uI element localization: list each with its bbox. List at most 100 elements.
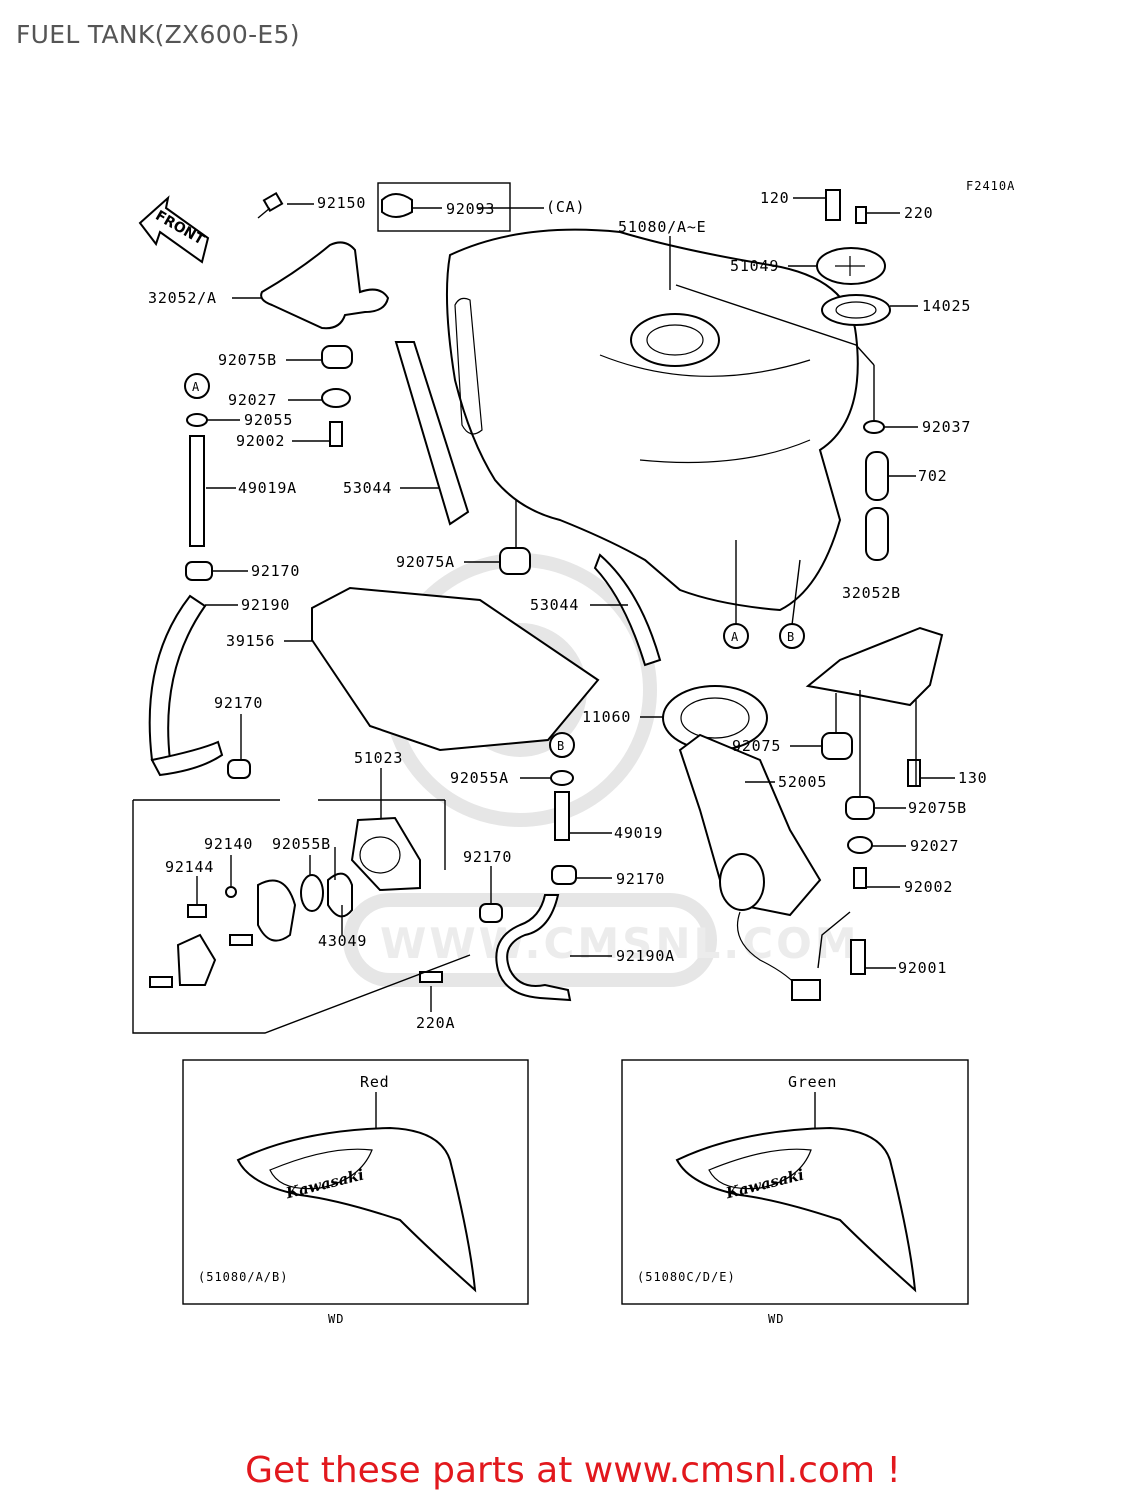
collar-92027 bbox=[321, 388, 351, 408]
fuel-hose-92190a bbox=[495, 894, 572, 1002]
ref-a-circle bbox=[184, 373, 210, 399]
label-32052a: 32052/A bbox=[148, 289, 217, 307]
label-49019: 49019 bbox=[614, 824, 663, 842]
label-92093: 92093 bbox=[446, 200, 495, 218]
lever-knob bbox=[176, 933, 217, 986]
grommet-92093 bbox=[381, 193, 413, 218]
pipe-49019 bbox=[554, 791, 570, 841]
fuel-pump-52005 bbox=[678, 733, 822, 917]
bolt-92002-r bbox=[853, 867, 867, 889]
oring-92055a bbox=[550, 770, 574, 786]
label-92170-d: 92170 bbox=[616, 870, 665, 888]
cap-gasket-14025 bbox=[821, 294, 891, 326]
rubber-strip-53044-a bbox=[394, 341, 470, 526]
clamp-92170-a bbox=[185, 561, 213, 581]
fuel-cock-51023 bbox=[350, 816, 421, 892]
label-92002-r: 92002 bbox=[904, 878, 953, 896]
label-92001: 92001 bbox=[898, 959, 947, 977]
svg-text:A: A bbox=[731, 630, 739, 644]
label-92075a: 92075A bbox=[396, 553, 455, 571]
label-43049: 43049 bbox=[318, 932, 367, 950]
label-14025: 14025 bbox=[922, 297, 971, 315]
svg-text:B: B bbox=[787, 630, 795, 644]
fuel-cock-frame bbox=[132, 800, 471, 1034]
label-92075b-r: 92075B bbox=[908, 799, 967, 817]
label-92170-b: 92170 bbox=[214, 694, 263, 712]
diaphragm-plate bbox=[257, 879, 297, 942]
label-53044-b: 53044 bbox=[530, 596, 579, 614]
variant-green: Green Kawasaki (51080C/D/E) WD bbox=[621, 1059, 969, 1326]
ball-92140 bbox=[225, 886, 237, 898]
label-702: 702 bbox=[918, 467, 948, 485]
label-92002: 92002 bbox=[236, 432, 285, 450]
ca-kit-box bbox=[377, 182, 511, 232]
label-32052b: 32052B bbox=[842, 584, 901, 602]
label-52005: 52005 bbox=[778, 773, 827, 791]
label-53044-a: 53044 bbox=[343, 479, 392, 497]
variant-red-code: (51080/A/B) bbox=[198, 1270, 288, 1284]
bolt-92002 bbox=[329, 421, 343, 447]
variant-green-color: Green bbox=[788, 1073, 837, 1091]
variant-red-color: Red bbox=[360, 1073, 390, 1091]
svg-text:A: A bbox=[192, 380, 200, 394]
label-51023: 51023 bbox=[354, 749, 403, 767]
svg-text:B: B bbox=[557, 739, 565, 753]
ref-b-circle-low bbox=[549, 732, 575, 758]
label-120: 120 bbox=[760, 189, 790, 207]
label-92027-r: 92027 bbox=[910, 837, 959, 855]
damper-92075 bbox=[821, 732, 853, 760]
variant-green-code: (51080C/D/E) bbox=[637, 1270, 736, 1284]
bracket-32052a bbox=[260, 241, 390, 330]
front-arrow-icon: FRONT bbox=[138, 195, 210, 264]
oring-92055 bbox=[186, 413, 208, 427]
collar-92027-r bbox=[847, 836, 873, 854]
damper-92075b bbox=[321, 345, 353, 369]
bolt-92150 bbox=[257, 191, 284, 219]
label-39156: 39156 bbox=[226, 632, 275, 650]
label-220a: 220A bbox=[416, 1014, 455, 1032]
label-92170-a: 92170 bbox=[251, 562, 300, 580]
rubber-strip-53044-b bbox=[593, 553, 662, 667]
bracket-32052b bbox=[805, 626, 944, 707]
label-11060: 11060 bbox=[582, 708, 631, 726]
part-labels: 92150 92093 (CA) 32052/A 92075B 92027 92… bbox=[148, 189, 988, 1032]
gasket-43049 bbox=[327, 872, 353, 918]
clamp-92170-b bbox=[227, 759, 251, 779]
spring-92144 bbox=[187, 904, 207, 918]
bolt-92001 bbox=[850, 939, 866, 975]
label-51049: 51049 bbox=[730, 257, 779, 275]
clip-92037 bbox=[863, 420, 885, 434]
label-92037: 92037 bbox=[922, 418, 971, 436]
label-92055: 92055 bbox=[244, 411, 293, 429]
label-92170-c: 92170 bbox=[463, 848, 512, 866]
label-ca: (CA) bbox=[546, 198, 585, 216]
variant-green-note: WD bbox=[768, 1312, 784, 1326]
fuel-tank-51080 bbox=[445, 228, 859, 612]
fuel-hose-92190 bbox=[148, 594, 207, 761]
screw-right bbox=[229, 934, 253, 946]
label-92055a: 92055A bbox=[450, 769, 509, 787]
damper-92075b-r bbox=[845, 796, 875, 820]
oring-92055b bbox=[300, 874, 324, 912]
label-92190a: 92190A bbox=[616, 947, 675, 965]
clamp-92170-d bbox=[479, 903, 503, 923]
pipe-49019a bbox=[189, 435, 205, 547]
filler-neck bbox=[630, 313, 720, 367]
watermark-text: WWW.CMSNL.COM bbox=[380, 919, 860, 968]
footer-link-text[interactable]: Get these parts at www.cmsnl.com ! bbox=[245, 1450, 901, 1491]
page-title: FUEL TANK(ZX600-E5) bbox=[16, 20, 300, 49]
fuel-tank-exploded-diagram: WWW.CMSNL.COM F2410A FRONT bbox=[132, 179, 1014, 1326]
screw-220a bbox=[419, 971, 443, 983]
hose-702 bbox=[865, 451, 889, 501]
label-220: 220 bbox=[904, 204, 934, 222]
screw-left bbox=[149, 976, 173, 988]
label-130: 130 bbox=[958, 769, 988, 787]
connector-icon bbox=[791, 979, 821, 1001]
clamp-92170-c bbox=[551, 865, 577, 885]
label-92150: 92150 bbox=[317, 194, 366, 212]
bolt-120 bbox=[825, 189, 841, 221]
label-92140: 92140 bbox=[204, 835, 253, 853]
tank-pad-39156 bbox=[311, 586, 600, 752]
label-92144: 92144 bbox=[165, 858, 214, 876]
variant-red-note: WD bbox=[328, 1312, 344, 1326]
